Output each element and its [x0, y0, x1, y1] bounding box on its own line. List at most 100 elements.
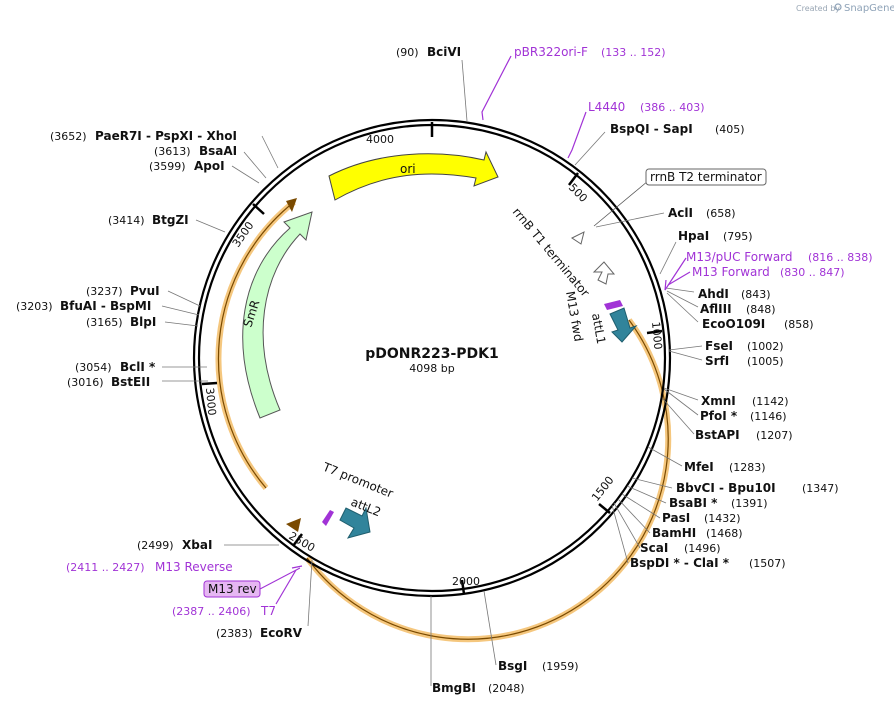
svg-text:FseI: FseI [705, 339, 733, 353]
site-bamhi[interactable]: BamHI (1468) [652, 526, 743, 540]
svg-text:M13/pUC Forward: M13/pUC Forward [686, 250, 793, 264]
svg-text:XmnI: XmnI [701, 394, 736, 408]
site-bsaai[interactable]: (3613) BsaAI [154, 144, 237, 158]
site-bbvci[interactable]: BbvCI - Bpu10I (1347) [676, 481, 839, 495]
svg-text:(3599): (3599) [149, 160, 186, 173]
svg-text:BclI *: BclI * [120, 360, 156, 374]
svg-text:BstAPI: BstAPI [695, 428, 740, 442]
primer-m13puc[interactable]: M13/pUC Forward (816 .. 838) [686, 250, 873, 264]
site-bsabi[interactable]: BsaBI * (1391) [669, 496, 768, 510]
svg-text:BciVI: BciVI [427, 45, 461, 59]
svg-text:(3054): (3054) [75, 361, 112, 374]
orf-arc-right [306, 319, 669, 640]
primer-l4440[interactable]: L4440 (386 .. 403) [588, 100, 705, 114]
site-xmni[interactable]: XmnI (1142) [701, 394, 789, 408]
site-fsei[interactable]: FseI (1002) [705, 339, 784, 353]
site-mfei[interactable]: MfeI (1283) [684, 460, 766, 474]
rrnb-t2-box [645, 168, 767, 186]
svg-text:BbvCI - Bpu10I: BbvCI - Bpu10I [676, 481, 776, 495]
site-srfi[interactable]: SrfI (1005) [705, 354, 784, 368]
site-pfoi[interactable]: PfoI * (1146) [700, 409, 787, 423]
svg-text:(2048): (2048) [488, 682, 525, 695]
smr-feature[interactable] [242, 211, 313, 419]
site-bcli[interactable]: (3054) BclI * [75, 360, 156, 374]
primer-m13rev[interactable]: (2411 .. 2427) M13 Reverse [66, 560, 233, 574]
site-scai[interactable]: ScaI (1496) [640, 541, 721, 555]
svg-text:BspDI * - ClaI *: BspDI * - ClaI * [630, 556, 730, 570]
primer-t7[interactable]: (2387 .. 2406) T7 [172, 604, 276, 618]
tick-group [201, 122, 663, 595]
svg-text:AhdI: AhdI [698, 287, 729, 301]
site-apoi[interactable]: (3599) ApoI [149, 159, 225, 173]
site-ecorv[interactable]: (2383) EcoRV [216, 626, 303, 640]
plasmid-length: 4098 bp [409, 362, 454, 375]
site-aflIII[interactable]: AflIII (848) [700, 302, 776, 316]
site-bmgbi[interactable]: BmgBI (2048) [432, 681, 525, 695]
svg-text:(2383): (2383) [216, 627, 253, 640]
site-ecoo109i[interactable]: EcoO109I (858) [702, 317, 814, 331]
site-xbai[interactable]: (2499) XbaI [137, 538, 212, 552]
attl2-feature[interactable] [339, 506, 371, 539]
svg-text:(1468): (1468) [706, 527, 743, 540]
orf-arc-left [217, 201, 295, 489]
svg-text:(848): (848) [746, 303, 776, 316]
site-bstapi[interactable]: BstAPI (1207) [695, 428, 793, 442]
svg-text:BspQI - SapI: BspQI - SapI [610, 122, 693, 136]
svg-text:(1142): (1142) [752, 395, 789, 408]
svg-text:(2499): (2499) [137, 539, 174, 552]
primer-m13fwd[interactable]: M13 Forward (830 .. 847) [692, 265, 845, 279]
m13-fwd-primer-icon [604, 300, 623, 310]
tick-3000: 3000 [203, 387, 218, 416]
site-bsgi[interactable]: BsgI (1959) [498, 659, 579, 673]
tick-1500: 1500 [589, 474, 616, 504]
svg-text:(386 .. 403): (386 .. 403) [640, 101, 705, 114]
svg-text:(816 .. 838): (816 .. 838) [808, 251, 873, 264]
site-bcivi[interactable]: (90) BciVI [396, 45, 461, 59]
site-pasi[interactable]: PasI (1432) [662, 511, 741, 525]
svg-text:PasI: PasI [662, 511, 690, 525]
orf-arrowhead-top [286, 198, 297, 212]
site-bspqi[interactable]: BspQI - SapI (405) [610, 122, 745, 136]
primer-pbr322[interactable]: pBR322ori-F (133 .. 152) [514, 45, 666, 59]
site-ahdi[interactable]: AhdI (843) [698, 287, 771, 301]
svg-text:(3237): (3237) [86, 285, 123, 298]
orf-arrowhead-bottom [286, 518, 301, 532]
site-bspdi[interactable]: BspDI * - ClaI * (1507) [630, 556, 786, 570]
attl1-feature[interactable] [609, 307, 638, 343]
svg-text:BfuAI - BspMI: BfuAI - BspMI [60, 299, 151, 313]
site-btgzi[interactable]: (3414) BtgZI [108, 213, 189, 227]
primer-leader-lines [275, 55, 691, 605]
svg-text:(1005): (1005) [747, 355, 784, 368]
svg-text:(1002): (1002) [747, 340, 784, 353]
svg-text:BamHI: BamHI [652, 526, 696, 540]
svg-text:PfoI *: PfoI * [700, 409, 738, 423]
site-paer7i[interactable]: (3652) PaeR7I - PspXI - XhoI [50, 129, 237, 143]
tick-2000: 2000 [452, 575, 480, 588]
rrnb-t1-arrow-icon [571, 231, 585, 245]
svg-text:(3165): (3165) [86, 316, 123, 329]
svg-text:(1146): (1146) [750, 410, 787, 423]
credit-text: Created by [796, 4, 840, 13]
svg-text:(133 .. 152): (133 .. 152) [601, 46, 666, 59]
t7-primer-icon [322, 510, 334, 526]
ori-label: ori [400, 162, 416, 176]
site-pvui[interactable]: (3237) PvuI [86, 284, 160, 298]
site-acli[interactable]: AclI (658) [668, 206, 736, 220]
site-blpi[interactable]: (3165) BlpI [86, 315, 156, 329]
svg-text:MfeI: MfeI [684, 460, 714, 474]
svg-text:HpaI: HpaI [678, 229, 709, 243]
svg-text:(658): (658) [706, 207, 736, 220]
svg-text:EcoO109I: EcoO109I [702, 317, 765, 331]
svg-text:BmgBI: BmgBI [432, 681, 476, 695]
ori-feature[interactable] [328, 150, 499, 201]
snapgene-logo-icon [834, 3, 842, 11]
svg-text:PvuI: PvuI [130, 284, 160, 298]
site-hpai[interactable]: HpaI (795) [678, 229, 753, 243]
svg-text:(1391): (1391) [731, 497, 768, 510]
rrnb-t2-arrow-icon [592, 261, 616, 285]
svg-text:(1283): (1283) [729, 461, 766, 474]
site-bsteii[interactable]: (3016) BstEII [67, 375, 150, 389]
svg-text:(90): (90) [396, 46, 419, 59]
site-bfuai[interactable]: (3203) BfuAI - BspMI [16, 299, 151, 313]
